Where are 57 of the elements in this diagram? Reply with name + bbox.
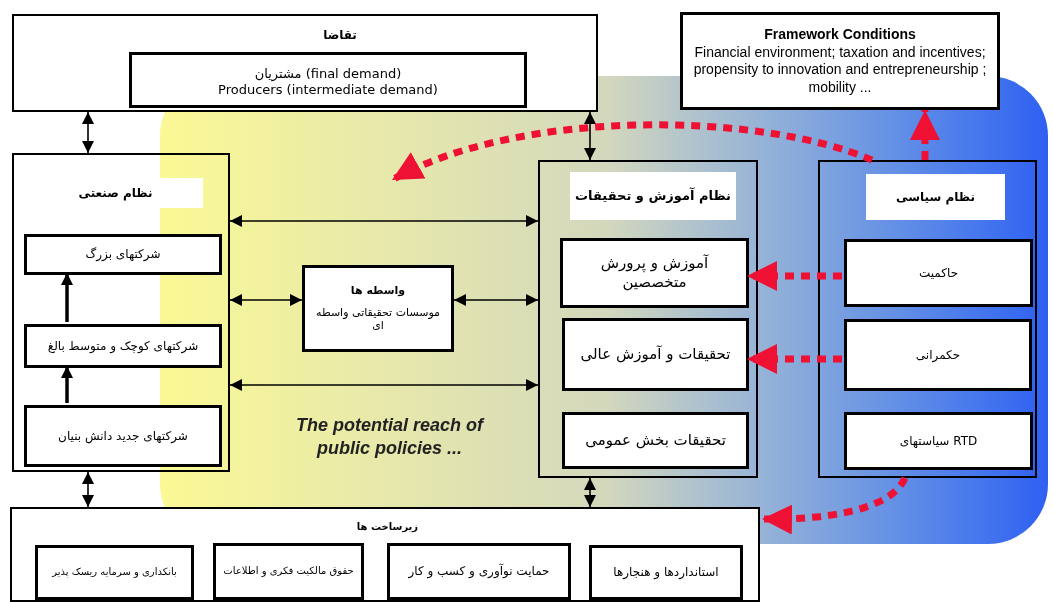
panel-heading: نظام سیاسی	[866, 174, 1005, 220]
process-box	[387, 543, 571, 600]
system-panel	[538, 160, 758, 478]
box-text: حکمرانی	[915, 347, 961, 363]
box-title: Framework Conditions	[764, 26, 916, 44]
panel-heading: نظام آموزش و تحقیقات	[570, 172, 736, 220]
process-box	[560, 238, 749, 308]
arrow	[584, 477, 596, 508]
process-box	[213, 543, 364, 600]
arrow	[229, 294, 303, 306]
box-text: آموزش و پرورش متخصصین	[599, 254, 710, 292]
process-box	[24, 405, 222, 467]
box-title: واسطه ها	[350, 283, 406, 298]
system-panel	[12, 153, 230, 472]
process-box	[844, 239, 1033, 307]
system-panel	[818, 160, 1037, 478]
arrow	[584, 111, 596, 161]
process-box	[562, 318, 749, 391]
box-text: استانداردها و هنجارها	[613, 565, 719, 580]
box-text: شرکتهای جدید دانش بنیان	[58, 428, 188, 444]
box-text: Producers (intermediate demand)	[218, 82, 438, 99]
process-box	[562, 412, 749, 469]
process-box	[844, 412, 1033, 470]
box-text: شرکتهای بزرگ	[85, 247, 161, 262]
box-text: بانکداری و سرمایه ریسک پذیر	[52, 566, 177, 579]
arrow	[82, 111, 94, 154]
process-box	[129, 52, 527, 108]
box-text: تحقیقات و آموزش عالی	[580, 345, 731, 364]
process-box	[844, 319, 1032, 391]
arrow	[390, 121, 874, 184]
arrow	[61, 273, 73, 322]
system-panel	[10, 507, 760, 602]
process-box	[589, 545, 743, 600]
box-text: مشتریان (final demand)	[254, 65, 402, 82]
box-text: سیاستهای RTD	[899, 433, 978, 449]
box-text: حمایت نوآوری و کسب و کار	[408, 564, 550, 579]
process-box	[302, 265, 454, 352]
arrow	[82, 471, 94, 508]
arrow	[61, 366, 73, 403]
process-box	[24, 234, 222, 275]
arrow	[747, 261, 842, 291]
box-text: موسسات تحقیقاتی واسطه ای	[315, 305, 441, 334]
arrow	[762, 476, 908, 535]
arrow	[747, 344, 842, 374]
process-box	[24, 324, 222, 368]
box-text: Financial environment; taxation and incentives; propensity to innovation and entrepreneurship ; mobility ...	[692, 43, 988, 96]
system-panel	[12, 14, 598, 112]
box-text: شرکتهای کوچک و متوسط بالغ	[47, 338, 199, 354]
arrow	[453, 294, 539, 306]
box-text: حاکمیت	[918, 265, 959, 281]
arrow	[229, 215, 539, 227]
process-box	[35, 545, 194, 600]
process-box	[680, 12, 1000, 110]
box-text: تحقیقات بخش عمومی	[585, 431, 726, 450]
caption-text: The potential reach of public policies ...	[295, 414, 486, 459]
arrow	[229, 379, 539, 391]
box-text: حقوق مالکیت فکری و اطلاعات	[223, 565, 354, 578]
